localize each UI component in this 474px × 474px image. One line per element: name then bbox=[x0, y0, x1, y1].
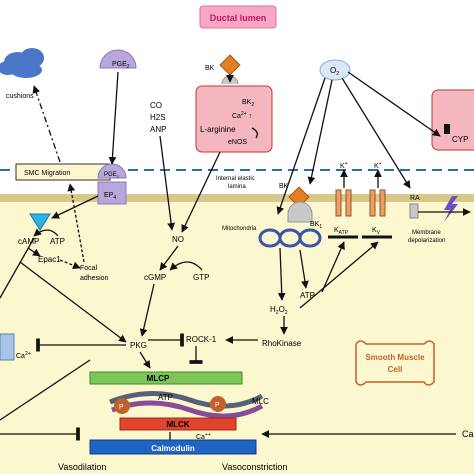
epac1-label: Epac1 bbox=[38, 255, 61, 264]
cyp-box bbox=[431, 89, 474, 151]
phosphate-left-icon bbox=[114, 398, 130, 414]
ca-up-label: Ca2+ ↑ bbox=[232, 111, 252, 120]
ep4-label: EP4 bbox=[104, 192, 116, 201]
pge2-lower-label: PGE2 bbox=[104, 172, 120, 179]
internal-elastic-label: Internal elastic bbox=[216, 176, 255, 182]
cgmp-label: cGMP bbox=[144, 273, 166, 282]
calmodulin-bar bbox=[89, 439, 257, 455]
cyp-label: CYP bbox=[452, 135, 468, 144]
ca-right-edge-label: Ca bbox=[462, 429, 474, 439]
camp-label: cAMP bbox=[18, 237, 39, 246]
pkg-label: PKG bbox=[130, 341, 147, 350]
mlck-label: MLCK bbox=[166, 420, 189, 429]
adenylyl-cyclase-icon bbox=[29, 213, 51, 231]
pge2-ligand-shape bbox=[99, 49, 137, 69]
mitochondria-label: Mitochondria bbox=[222, 226, 257, 232]
mlc-myosin-chains bbox=[109, 391, 264, 419]
p-right-label: P bbox=[215, 402, 220, 409]
vasodilation-label: Vasodilation bbox=[58, 462, 106, 472]
atp-mlc-label: ATP bbox=[158, 393, 173, 402]
mlcp-bar bbox=[89, 371, 243, 385]
ductal-lumen-box bbox=[199, 5, 277, 29]
atp-left-label: ATP bbox=[50, 237, 65, 246]
no-label: NO bbox=[172, 235, 184, 244]
ra-label: RA bbox=[410, 195, 420, 202]
calmodulin-label: Calmodulin bbox=[151, 444, 195, 453]
bk1-channel-shape bbox=[287, 201, 313, 223]
ca-left-label: Ca2+ bbox=[16, 351, 31, 360]
depolarization-label: depolarization bbox=[408, 238, 445, 244]
pge2-top-label: PGE2 bbox=[112, 61, 130, 70]
vasoconstriction-label: Vasoconstriction bbox=[222, 462, 287, 472]
adhesion-label: adhesion bbox=[80, 275, 109, 282]
smooth-muscle-label: Smooth Muscle bbox=[365, 353, 425, 362]
smc-migration-label: SMC Migration bbox=[24, 170, 70, 177]
mlc-label: MLC bbox=[252, 397, 269, 406]
cyp-marker bbox=[444, 124, 450, 134]
kv-label: KV bbox=[372, 227, 381, 236]
mlcp-label: MLCP bbox=[147, 374, 170, 383]
gtp-label: GTP bbox=[193, 273, 209, 282]
bk-diamond-icon bbox=[219, 54, 241, 76]
p-left-label: P bbox=[119, 404, 124, 411]
lightning-icon bbox=[444, 196, 458, 222]
atp-mid-label: ATP bbox=[300, 291, 315, 300]
l-arginine-label: L-arginine bbox=[200, 125, 236, 134]
enos-label: eNOS bbox=[228, 139, 247, 146]
smooth-muscle-cell-background bbox=[0, 198, 474, 474]
bk-top-label: BK bbox=[205, 65, 215, 72]
k-left-label: K+ bbox=[340, 161, 348, 170]
bk1-label: BK1 bbox=[310, 221, 322, 230]
anp-label: ANP bbox=[150, 125, 166, 134]
pathway-connectors bbox=[0, 71, 471, 441]
ca-calmodulin-label: Ca++ bbox=[196, 432, 211, 441]
cell-membrane bbox=[0, 194, 474, 202]
mitochondria-icon bbox=[258, 228, 322, 248]
mlck-bar bbox=[119, 417, 237, 431]
smooth-muscle-scroll bbox=[355, 340, 435, 386]
cushions-label: cushions bbox=[6, 93, 34, 100]
ep4-receptor bbox=[97, 181, 127, 205]
ductal-lumen-label: Ductal lumen bbox=[210, 13, 267, 23]
o2-bubble bbox=[319, 59, 351, 81]
bk-mid-label: BK bbox=[279, 183, 289, 190]
o2-label: O2 bbox=[330, 66, 339, 77]
rhokinase-label: RhoKinase bbox=[262, 339, 302, 348]
k-right-label: K+ bbox=[374, 161, 382, 170]
ca-channel-left bbox=[0, 333, 15, 361]
rock1-label: ROCK-1 bbox=[186, 335, 217, 344]
katp-channel bbox=[335, 189, 352, 217]
kv-channel bbox=[369, 189, 386, 217]
endothelial-cell-box bbox=[195, 85, 273, 153]
cell-label: Cell bbox=[388, 365, 403, 374]
h2o2-label: H2O2 bbox=[270, 305, 288, 316]
h2s-label: H2S bbox=[150, 113, 166, 122]
katp-label: KATP bbox=[334, 227, 349, 236]
bk2-label: BK2 bbox=[242, 99, 254, 108]
lamina-label: lamina bbox=[228, 184, 246, 190]
focal-label: Focal bbox=[80, 265, 98, 272]
membrane-label: Membrane bbox=[412, 230, 441, 236]
co-label: CO bbox=[150, 101, 162, 110]
cloud-icon bbox=[0, 48, 44, 78]
phosphate-right-icon bbox=[210, 396, 226, 412]
ra-receptor bbox=[409, 203, 419, 219]
bk-mid-diamond-icon bbox=[288, 186, 310, 208]
